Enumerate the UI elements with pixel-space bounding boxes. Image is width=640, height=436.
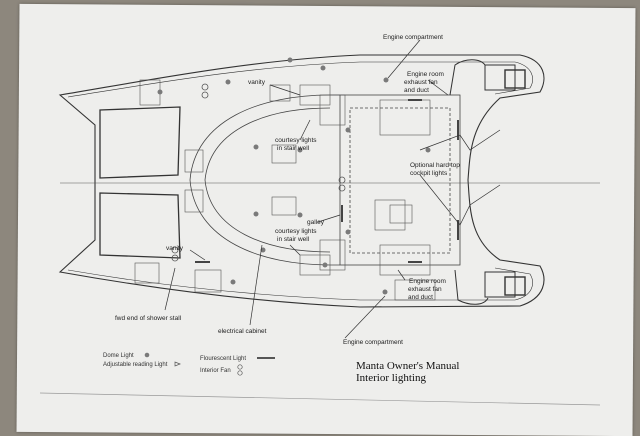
fan-icon	[171, 254, 179, 262]
label-engine-room-fan-bottom: Engine room	[409, 278, 446, 285]
legend-fan-label: Interior Fan	[200, 368, 231, 374]
dome-light-icon	[253, 144, 259, 150]
dome-light-icon	[157, 89, 163, 95]
dome-light-icon	[382, 289, 388, 295]
label-electrical-cabinet: electrical cabinet	[218, 328, 267, 335]
fluorescent-lights	[195, 99, 459, 263]
caption-title: Manta Owner's Manual	[356, 360, 459, 372]
fan-icon	[338, 176, 346, 184]
salon-outline	[60, 94, 600, 266]
dome-light-icon	[320, 65, 326, 71]
label-vanity-top: vanity	[248, 79, 266, 86]
label-engine-room-fan-top-3: and duct	[404, 87, 429, 94]
engine-ducts	[449, 59, 526, 305]
interior-lighting-diagram: Engine compartment Engine room exhaust f…	[39, 34, 601, 406]
label-engine-room-fan-top-2: exhaust fan	[404, 79, 438, 86]
fan-icon	[338, 184, 346, 192]
fan-icon	[237, 370, 243, 376]
fan-icon	[201, 91, 209, 99]
dome-light-icon	[383, 77, 389, 83]
legend-reading-label: Adjustable reading Light	[103, 362, 168, 368]
dome-light-icon	[297, 147, 303, 153]
label-galley: galley	[307, 219, 325, 226]
caption-subtitle: Interior lighting	[356, 372, 426, 384]
label-hardtop: Optional hard top	[410, 162, 460, 169]
dome-light-icon	[345, 229, 351, 235]
dome-light-icon	[225, 79, 231, 85]
label-engine-room-fan-bottom-3: and duct	[408, 294, 433, 301]
label-engine-room-fan-top: Engine room	[407, 71, 444, 78]
page-rule	[39, 392, 601, 406]
dome-light-icon	[297, 212, 303, 218]
label-engine-room-fan-bottom-2: exhaust fan	[408, 286, 442, 293]
leader-lines	[164, 39, 501, 339]
reading-light-icon	[174, 361, 181, 367]
dome-light-icon	[144, 352, 150, 358]
label-courtesy-bottom-2: in stair well	[277, 236, 310, 243]
label-shower-stall: fwd end of shower stall	[115, 315, 182, 322]
dome-lights	[157, 57, 431, 295]
label-engine-compartment-bottom: Engine compartment	[343, 339, 403, 346]
hull-outline	[58, 54, 545, 308]
interior-fans	[171, 83, 346, 262]
label-courtesy-top: courtesy lights	[275, 137, 317, 144]
fan-icon	[171, 246, 179, 254]
forward-compartments	[99, 106, 181, 259]
fan-icon	[237, 364, 243, 370]
dome-light-icon	[345, 127, 351, 133]
label-hardtop-2: cockpit lights	[410, 170, 448, 177]
legend-fluorescent-label: Flourescent Light	[200, 356, 246, 362]
label-vanity-bottom: vanity	[166, 245, 184, 252]
label-engine-compartment-top: Engine compartment	[383, 34, 443, 41]
dome-light-icon	[425, 147, 431, 153]
legend-dome-label: Dome Light	[103, 353, 134, 359]
hull-rooms	[134, 79, 436, 301]
dome-light-icon	[253, 211, 259, 217]
dome-light-icon	[287, 57, 293, 63]
legend: Dome Light Adjustable reading Light Flou…	[103, 352, 275, 376]
label-courtesy-bottom: courtesy lights	[275, 228, 317, 235]
dome-light-icon	[322, 262, 328, 268]
fan-icon	[201, 83, 209, 91]
label-courtesy-top-2: in stair well	[277, 145, 310, 152]
dome-light-icon	[230, 279, 236, 285]
